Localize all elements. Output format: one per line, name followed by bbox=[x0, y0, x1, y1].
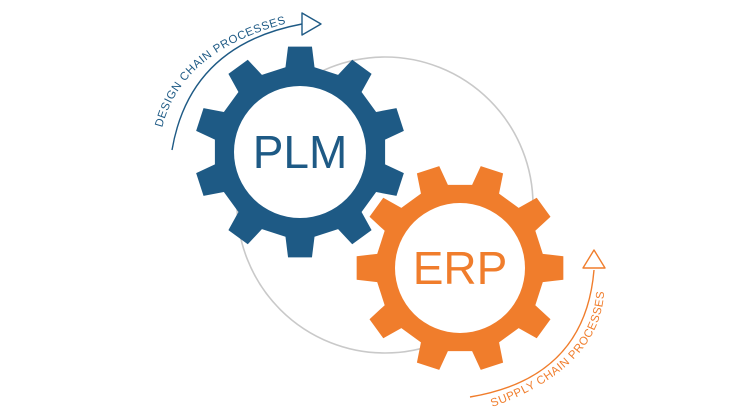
plm-gear: PLM bbox=[196, 46, 404, 258]
supply-chain-arrowhead-icon bbox=[582, 249, 606, 269]
design-chain-arrow-curve bbox=[171, 23, 303, 151]
plm-gear-hub bbox=[234, 86, 366, 218]
design-chain-arrowhead-icon bbox=[301, 12, 322, 36]
supply-chain-arrow-curve bbox=[469, 269, 595, 398]
erp-gear: ERP bbox=[356, 166, 564, 370]
erp-gear-hub bbox=[395, 203, 525, 333]
plm-gear-label: PLM bbox=[253, 126, 348, 178]
erp-gear-label: ERP bbox=[413, 242, 508, 294]
